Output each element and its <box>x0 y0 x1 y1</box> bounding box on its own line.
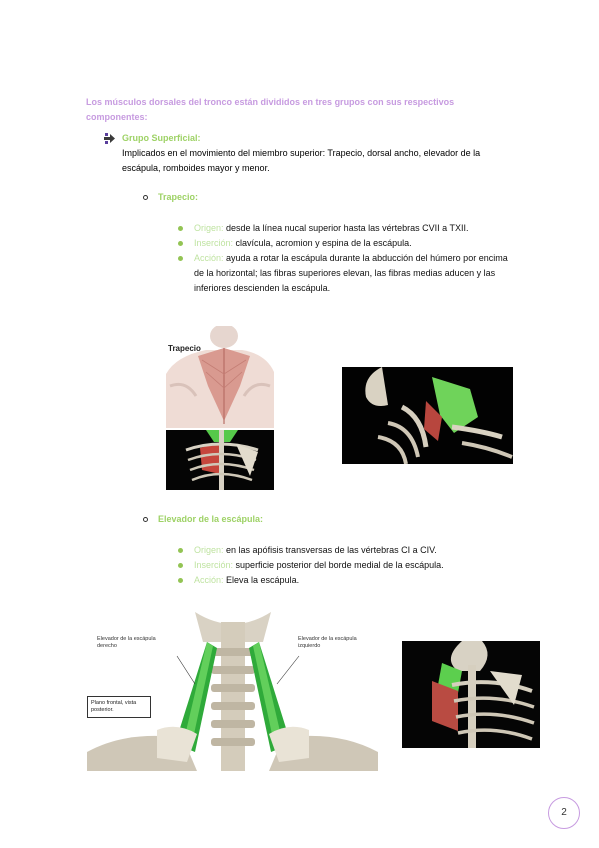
trapecio-neck-illustration <box>342 367 513 464</box>
trapecio-accion: Acción: ayuda a rotar la escápula durant… <box>178 251 516 296</box>
elevador-posterior-illustration: Elevador de la escápula derecho Elevador… <box>87 612 378 771</box>
item-text: superficie posterior del borde medial de… <box>235 560 444 570</box>
item-label: Origen: <box>194 545 224 555</box>
item-label: Acción: <box>194 575 224 585</box>
item-label: Inserción: <box>194 238 234 248</box>
item-text: clavícula, acromion y espina de la escáp… <box>235 238 412 248</box>
bullet-dot-icon <box>178 226 183 231</box>
skeleton-drawing <box>185 430 259 490</box>
trapecio-back-illustration: Trapecio <box>166 326 274 428</box>
elevador-title: Elevador de la escápula: <box>158 514 264 524</box>
trapecio-figure-label: Trapecio <box>168 344 201 353</box>
elevador-izquierdo-label: Elevador de la escápula izquierdo <box>298 636 357 649</box>
trapecio-skeleton-illustration <box>166 430 274 490</box>
page-number: 2 <box>548 797 580 829</box>
elevador-accion: Acción: Eleva la escápula. <box>178 573 524 588</box>
trapecio-title: Trapecio: <box>158 192 199 202</box>
bullet-dot-icon <box>178 256 183 261</box>
neck-posterior-drawing <box>87 612 378 771</box>
elevador-skeleton-illustration <box>402 641 540 748</box>
trapecio-insercion: Inserción: clavícula, acromion y espina … <box>178 236 524 251</box>
back-anatomy-drawing <box>166 326 274 428</box>
elevador-origen: Origen: en las apófisis transversas de l… <box>178 543 524 558</box>
group-title: Grupo Superficial: <box>122 133 201 143</box>
elevador-insercion: Inserción: superficie posterior del bord… <box>178 558 524 573</box>
item-label: Inserción: <box>194 560 234 570</box>
skeleton-side-drawing <box>432 641 535 748</box>
intro-paragraph: Los músculos dorsales del tronco están d… <box>86 97 455 122</box>
bullet-dot-icon <box>178 563 183 568</box>
circle-bullet-icon <box>143 517 148 522</box>
bullet-dot-icon <box>178 241 183 246</box>
elevador-derecho-label: Elevador de la escápula derecho <box>97 636 156 649</box>
item-text: en las apófisis transversas de las vérte… <box>226 545 437 555</box>
group-description: Implicados en el movimiento del miembro … <box>122 148 481 173</box>
item-text: Eleva la escápula. <box>226 575 300 585</box>
bullet-dot-icon <box>178 548 183 553</box>
bullet-dot-icon <box>178 578 183 583</box>
neck-skeleton-drawing <box>365 367 513 464</box>
trapecio-origen: Origen: desde la línea nucal superior ha… <box>178 221 524 236</box>
plane-caption: Plano frontal, vista posterior. <box>87 696 151 718</box>
item-text: desde la línea nucal superior hasta las … <box>226 223 469 233</box>
item-label: Acción: <box>194 253 224 263</box>
item-text: ayuda a rotar la escápula durante la abd… <box>194 253 508 293</box>
item-label: Origen: <box>194 223 224 233</box>
bullet-arrow-icon <box>104 133 115 144</box>
circle-bullet-icon <box>143 195 148 200</box>
